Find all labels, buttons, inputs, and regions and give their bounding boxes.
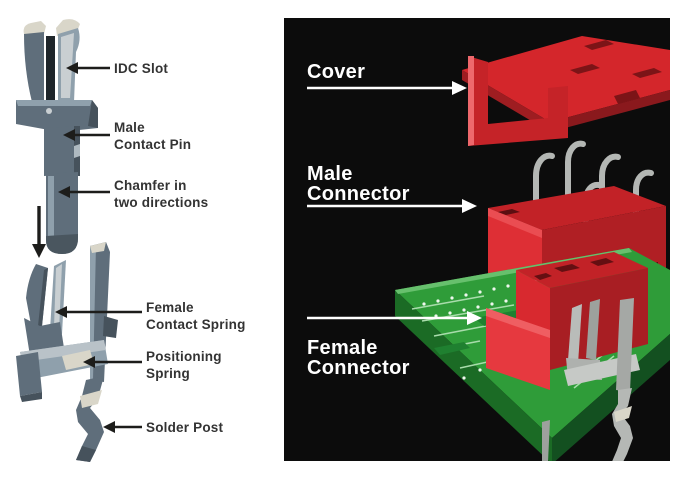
cover-arrow-icon [307, 81, 467, 95]
label-female-connector: Female Connector [307, 337, 410, 379]
contact-pin-diagram-illustration [16, 19, 142, 462]
male-contact-pin-arrow-icon [63, 129, 110, 141]
female-contact-on-board [542, 298, 640, 461]
connector-exploded-illustration [307, 36, 670, 461]
panel-callout-arrows [307, 81, 482, 325]
exploded-view-panel: Cover Male Connector Female Connector [284, 18, 670, 461]
label-male-connector: Male Connector [307, 163, 410, 205]
chamfer-arrow-icon [58, 186, 110, 198]
male-connector-arrow-icon [307, 199, 477, 213]
label-male-contact-pin: Male Contact Pin [114, 120, 192, 152]
label-positioning-spring: Positioning Spring [146, 349, 222, 381]
male-contact-pin-illustration [16, 19, 98, 254]
callout-arrows [32, 62, 142, 433]
idc-slot-arrow-icon [66, 62, 110, 74]
assembly-direction-arrow-icon [32, 206, 46, 258]
female-connector-illustration [395, 248, 670, 461]
label-solder-post: Solder Post [146, 420, 224, 435]
label-chamfer: Chamfer in two directions [114, 178, 209, 210]
label-idc-slot: IDC Slot [114, 61, 169, 76]
female-contact-illustration [16, 242, 118, 462]
cover-illustration [462, 36, 670, 146]
solder-post-arrow-icon [103, 421, 142, 433]
label-cover: Cover [307, 61, 366, 83]
female-connector-arrow-icon [307, 311, 482, 325]
label-female-contact-spring: Female Contact Spring [146, 300, 246, 332]
positioning-spring-arrow-icon [83, 356, 142, 368]
female-contact-spring-arrow-icon [55, 306, 142, 318]
